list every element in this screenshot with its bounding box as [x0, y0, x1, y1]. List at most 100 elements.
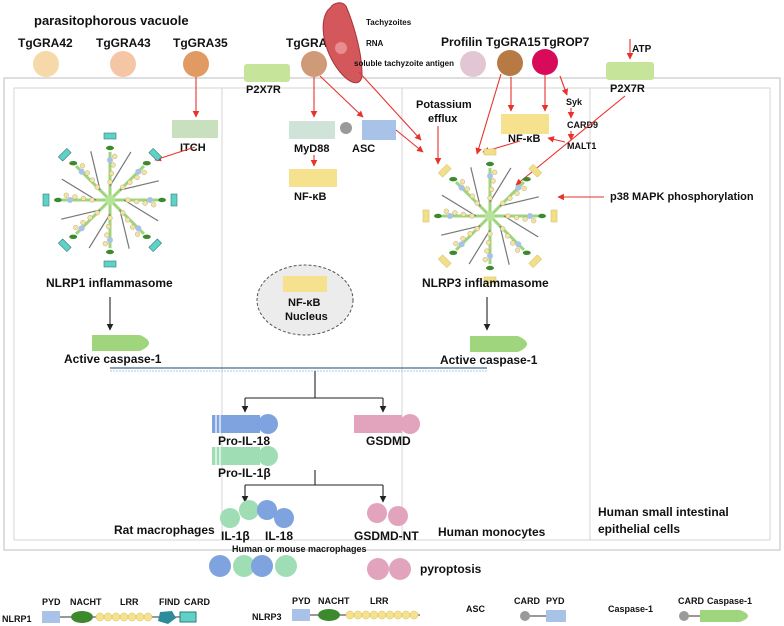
- arrow-rop7-syk: [559, 75, 569, 96]
- wheel-lrr-bead: [79, 163, 86, 169]
- gra43-label: TgGRA43: [96, 36, 151, 50]
- rop7-circle: [532, 49, 558, 75]
- legend-nlrp1-nacht: NACHT: [70, 597, 102, 607]
- wheel-lrr-bead: [63, 192, 69, 198]
- gsdmd-head: [400, 414, 420, 434]
- gsdmd-label: GSDMD: [366, 434, 411, 448]
- wheel-lrr-bead: [460, 236, 466, 242]
- pro-il18-bar: [212, 415, 260, 433]
- cytokines-icon: [220, 500, 294, 528]
- wheel-nacht: [54, 197, 62, 203]
- wheel-card-tip: [148, 238, 163, 253]
- gra15-label: TgGRA15: [486, 35, 541, 49]
- wheel-lrr-bead: [514, 247, 521, 253]
- wheel-card-tip: [437, 163, 452, 178]
- wheel-pyd: [107, 157, 113, 163]
- legend-lrr-bead: [409, 610, 419, 620]
- legend: NLRP1 PYD NACHT LRR FIND CARD NLRP3 PYD …: [2, 596, 752, 624]
- secreted-green-1: [233, 555, 255, 577]
- legend-asc-pyd: PYD: [546, 596, 565, 606]
- cell-inner-outline: [13, 87, 771, 541]
- wheel-nacht: [142, 161, 151, 166]
- wheel-lrr-bead: [514, 190, 520, 196]
- gra15-circle: [497, 50, 523, 76]
- profilin-label: Profilin: [441, 35, 482, 49]
- wheel-chain: [499, 196, 539, 207]
- wheel-lrr-bead: [487, 231, 493, 237]
- wheel-lrr-bead: [94, 210, 100, 216]
- itch-box: [172, 120, 218, 138]
- human-mouse-label: Human or mouse macrophages: [232, 544, 367, 554]
- wheel-card-tip: [528, 163, 543, 178]
- legend-asc-pyd-box: [546, 610, 566, 622]
- legend-lrr-bead: [377, 610, 387, 620]
- protein-gra7: TgGRA7: [286, 36, 334, 77]
- wheel-chain: [90, 151, 101, 191]
- wheel-chain: [489, 167, 512, 203]
- wheel-card-tip: [422, 209, 430, 223]
- wheel-nacht: [538, 213, 546, 219]
- wheel-pyd: [515, 184, 522, 191]
- legend-nlrp1-nacht-oval: [71, 611, 93, 623]
- wheel-lrr-bead: [102, 241, 108, 247]
- wheel-pyd: [147, 197, 153, 203]
- wheel-lrr-bead: [484, 248, 490, 254]
- legend-lrr-bead: [385, 610, 395, 620]
- nlrp3-inflammasome-icon: [422, 148, 558, 284]
- wheel-lrr-bead: [531, 218, 537, 224]
- wheel-nacht: [434, 213, 442, 219]
- wheel-nacht: [449, 250, 458, 255]
- legend-casp-card-circle: [679, 611, 689, 621]
- wheel-lrr-bead: [492, 169, 498, 175]
- wheel-lrr-bead: [72, 194, 78, 200]
- wheel-pyd: [487, 253, 493, 259]
- arrow-gra7-asc: [319, 75, 364, 118]
- pro-il1b-head: [258, 446, 278, 466]
- nucleus-ellipse: [256, 264, 354, 336]
- pro-il1b-icon: [212, 446, 278, 466]
- tachyzoite-nucleus-icon: [335, 42, 347, 54]
- wheel-lrr-bead: [460, 211, 467, 218]
- legend-nlrp3-pyd: PYD: [292, 596, 311, 606]
- cytokine-green-1: [220, 508, 240, 528]
- pyroptosis-circle-1: [367, 558, 389, 580]
- arrow-malt1-nfkb: [547, 136, 566, 143]
- p2x7r-left-box: [244, 64, 290, 82]
- activation-arrows: [154, 39, 634, 201]
- il18-label: IL-18: [265, 529, 293, 543]
- cytokine-blue-2: [274, 508, 294, 528]
- myd88-box: [289, 121, 335, 139]
- wheel-nacht: [142, 234, 151, 239]
- secreted-blue-2: [251, 555, 273, 577]
- wheel-lrr-bead: [151, 202, 157, 208]
- wheel-lrr-bead: [487, 195, 493, 201]
- wheel-lrr-bead: [130, 224, 136, 230]
- cytokine-blue-1: [257, 500, 277, 520]
- asc-box: [362, 120, 396, 140]
- wheel-nacht: [522, 250, 531, 255]
- gra35-label: TgGRA35: [173, 36, 228, 50]
- wheel-lrr-bead: [522, 216, 528, 222]
- wheel-card-tip: [528, 254, 543, 269]
- nfkb-mid-box: [289, 169, 337, 187]
- wheel-nacht: [158, 197, 166, 203]
- wheel-chain: [499, 225, 510, 265]
- legend-nlrp1-find: FIND: [159, 597, 180, 607]
- wheel-lrr-bead: [87, 215, 93, 221]
- wheel-lrr-bead: [107, 215, 113, 221]
- legend-nlrp1-card: CARD: [184, 597, 210, 607]
- gsdmd-bar: [354, 415, 402, 433]
- antigen-label: soluble tachyzoite antigen: [354, 59, 454, 68]
- host-cell-outline: [3, 77, 781, 551]
- gsdmd-nt-circle-2: [388, 506, 408, 526]
- nucleus-nfkb-box: [283, 276, 327, 292]
- gra42-circle: [33, 51, 59, 77]
- wheel-center: [105, 195, 115, 205]
- legend-asc-label: ASC: [466, 604, 486, 614]
- wheel-chain: [61, 178, 97, 201]
- pyroptosis-circle-2: [389, 558, 411, 580]
- legend-lrr-bead: [401, 610, 411, 620]
- wheel-lrr-bead: [125, 217, 131, 223]
- tachyzoite: Tachyzoites RNA soluble tachyzoite antig…: [322, 2, 454, 84]
